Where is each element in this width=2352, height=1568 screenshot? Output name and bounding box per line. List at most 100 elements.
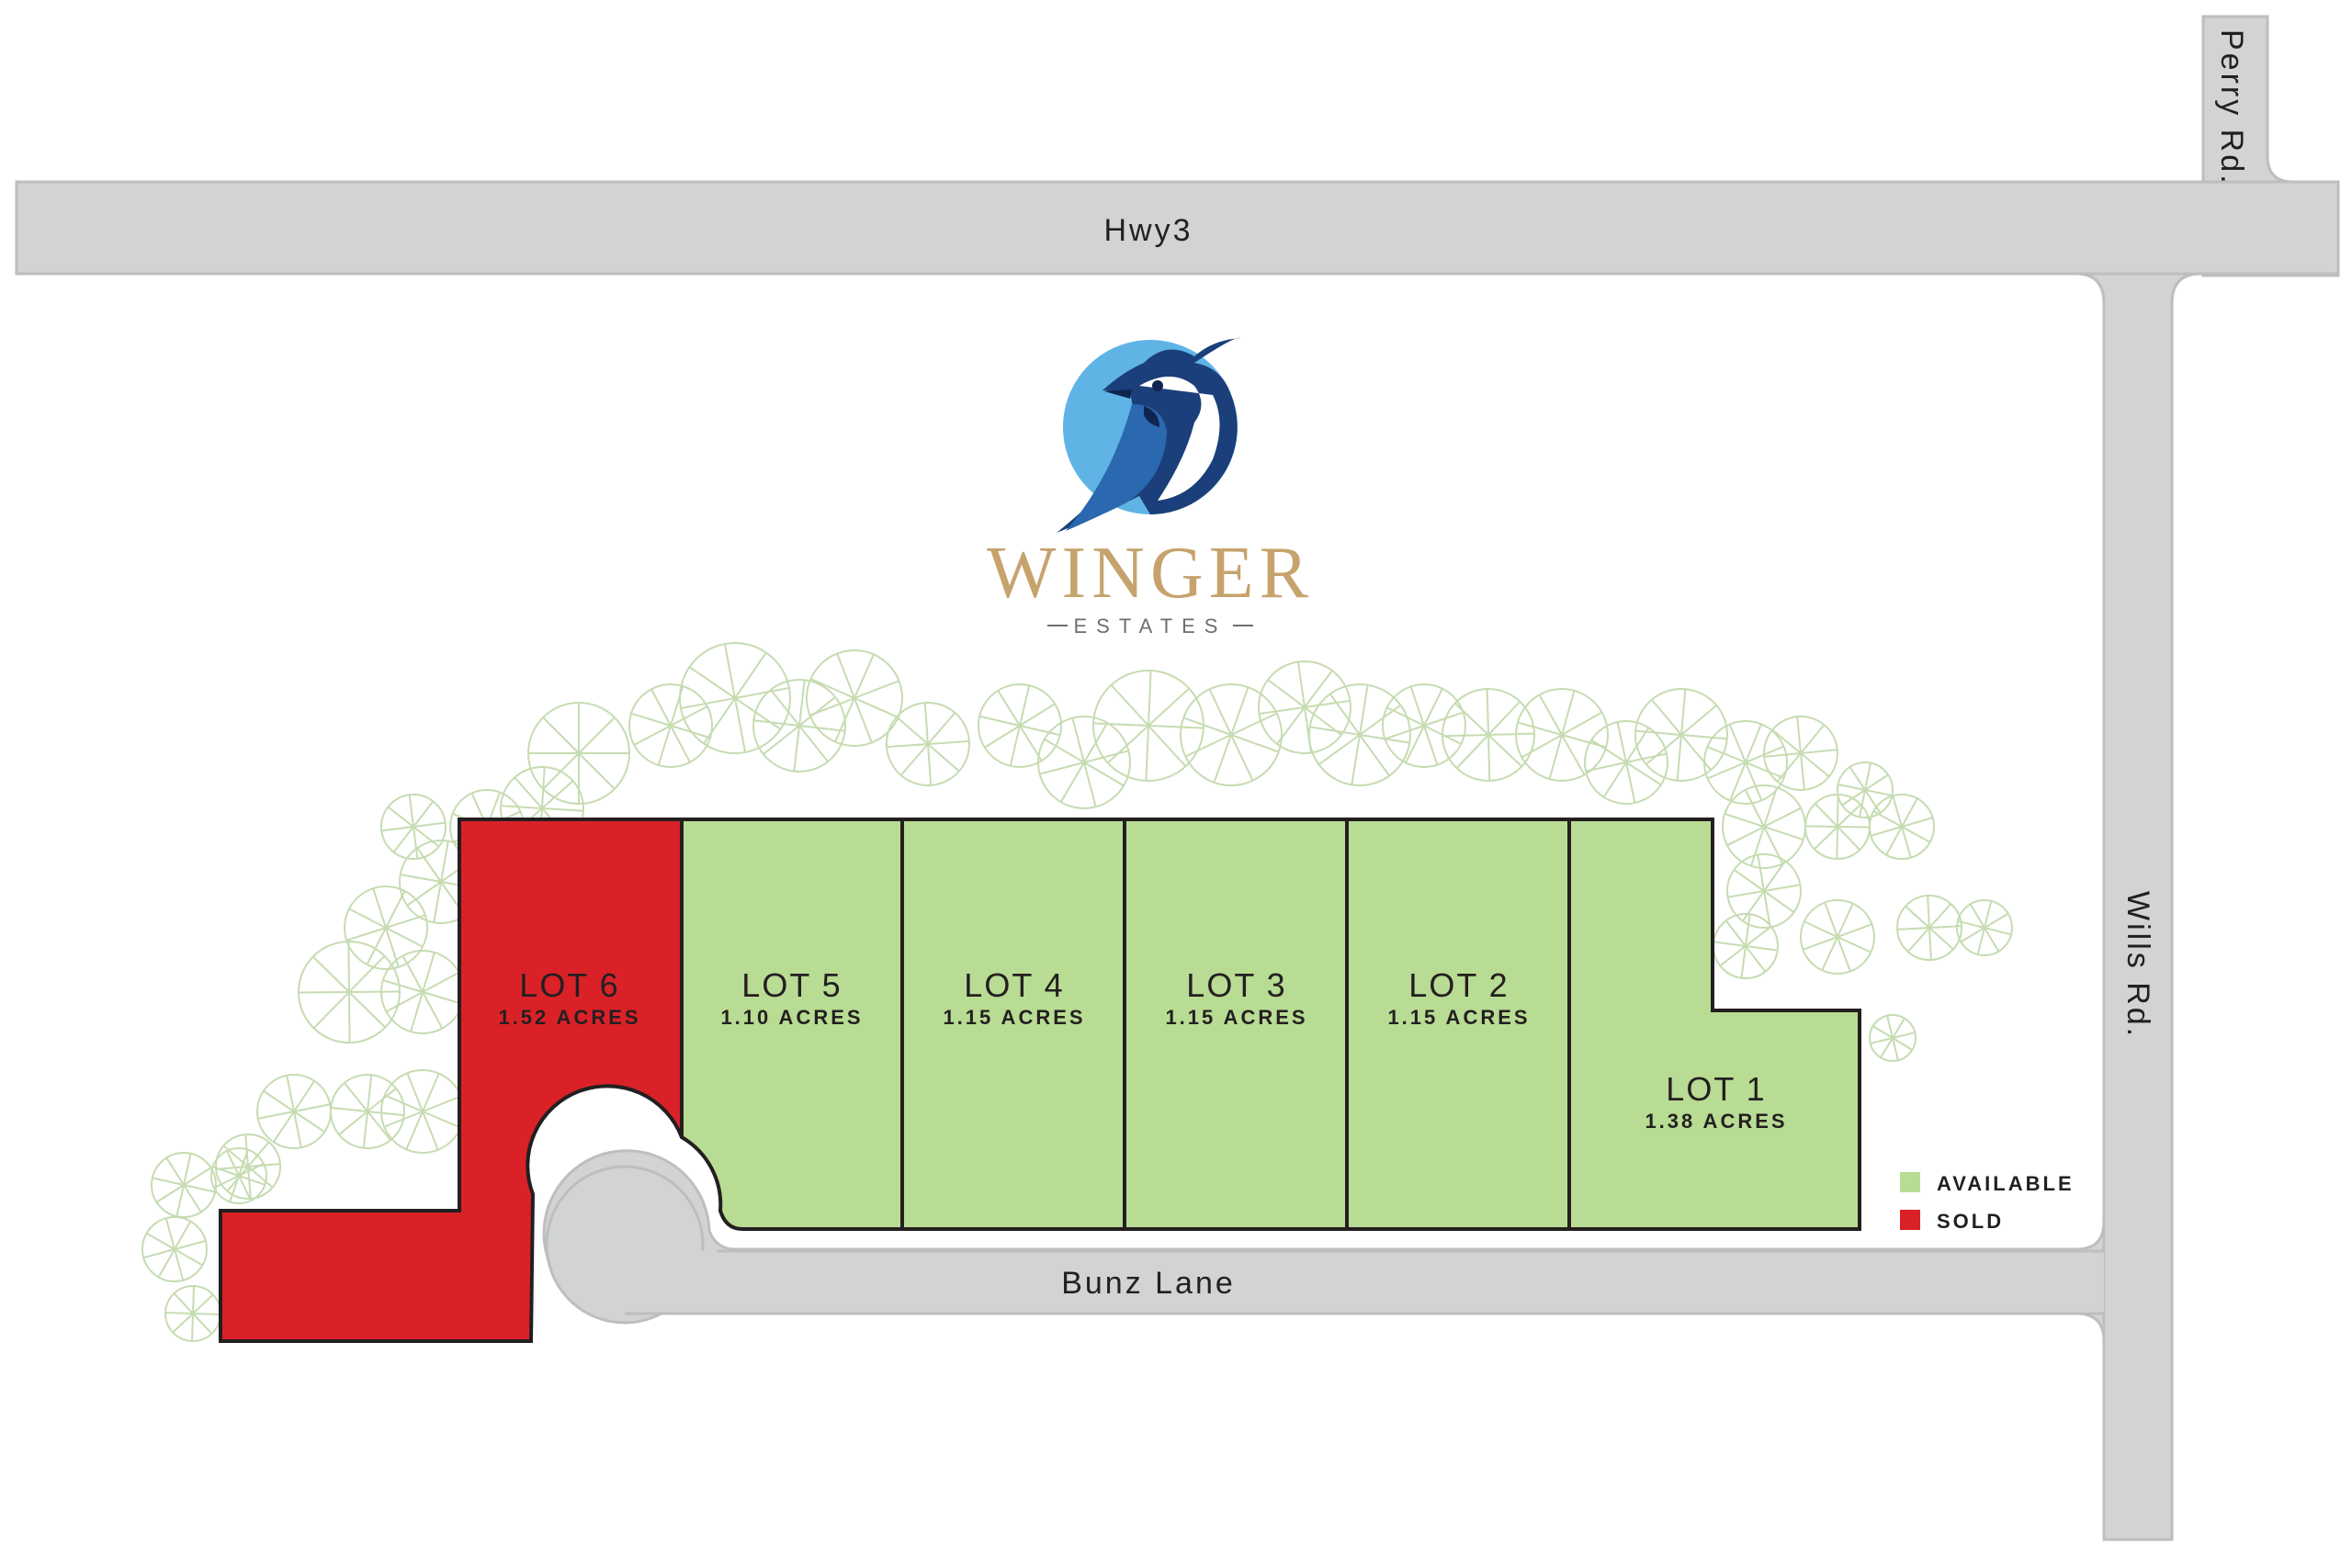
legend-available-label: AVAILABLE (1937, 1172, 2075, 1195)
tree-branch (703, 697, 736, 745)
lot-2-parcel[interactable] (1345, 818, 1571, 1231)
tree-branch (1858, 789, 1866, 818)
tree-branch (1680, 734, 1712, 771)
tree-icon (1837, 761, 1894, 818)
tree-branch (344, 1082, 368, 1112)
tree-branch (1763, 884, 1801, 892)
tree-branch (1729, 761, 1747, 802)
tree-branch (514, 776, 543, 809)
wills-road-label: Wills Rd. (2120, 891, 2155, 1039)
tree-branch (763, 725, 800, 755)
tree-branch (1148, 725, 1187, 767)
lot-6-parcel[interactable] (219, 818, 684, 1343)
tree-branch (348, 991, 386, 1029)
tree-branch (1561, 690, 1576, 736)
tree-branch (229, 1175, 240, 1202)
lot-1-parcel[interactable] (1567, 818, 1861, 1231)
tree-branch (1984, 927, 2012, 936)
tree-branch (422, 991, 444, 1030)
tree-branch (1804, 920, 1838, 938)
legend: AVAILABLE SOLD (1900, 1172, 2075, 1233)
tree-branch (1719, 945, 1747, 967)
lot-5-acres: 1.10 ACRES (720, 1006, 863, 1029)
lot-4-parcel[interactable] (900, 818, 1126, 1231)
tree-branch (896, 716, 929, 745)
tree-icon (1896, 895, 1962, 961)
tree-branch (1680, 705, 1717, 736)
tree-branch (1837, 826, 1861, 851)
tree-branch (1841, 789, 1866, 807)
tree-branch (192, 1285, 196, 1314)
tree-branch (923, 703, 929, 745)
tree-branch (670, 705, 708, 727)
tree-branch (440, 840, 449, 883)
tree-branch (348, 991, 351, 1043)
tree-branch (1071, 717, 1085, 763)
tree-branch (1351, 734, 1361, 785)
tree-branch (1304, 670, 1333, 708)
tree-branch (1409, 686, 1425, 727)
tree-branch (1804, 825, 1838, 828)
tree-branch (1713, 941, 1747, 947)
tree-branch (670, 725, 691, 763)
tree-branch (1724, 813, 1765, 828)
tree-icon (1382, 683, 1466, 768)
brand-name: WINGER (987, 533, 1314, 614)
lot-1-title: LOT 1 (1666, 1070, 1766, 1108)
tree-branch (1561, 734, 1586, 776)
tree-branch (1745, 925, 1772, 947)
tree-branch (1625, 761, 1662, 786)
tree-icon (1037, 716, 1131, 809)
tree-branch (1487, 734, 1491, 782)
tree-branch (392, 826, 414, 853)
tree-branch (542, 716, 580, 754)
tree-branch (406, 881, 442, 907)
lot-5-parcel[interactable] (680, 818, 904, 1231)
tree-branch (1359, 704, 1402, 736)
tree-branch (142, 1248, 175, 1259)
winger-estates-logo: WINGER ESTATES (987, 337, 1314, 637)
tree-branch (382, 979, 424, 993)
bunz-lane-label: Bunz Lane (1061, 1266, 1236, 1301)
tree-branch (1824, 902, 1838, 938)
tree-branch (1837, 803, 1861, 828)
tree-branch (413, 826, 440, 848)
tree-branch (734, 697, 747, 753)
tree-branch (174, 1221, 192, 1250)
tree-branch (734, 651, 767, 699)
tree-branch (1892, 1018, 1905, 1039)
tree-branch (1928, 927, 1954, 951)
tree-branch (1814, 803, 1838, 828)
tree-branch (348, 955, 386, 993)
tree-branch (174, 1248, 203, 1267)
tree-branch (1019, 725, 1061, 737)
tree-branch (1837, 923, 1872, 938)
tree-branch (381, 826, 414, 832)
tree-branch (367, 1111, 404, 1117)
tree-branch (367, 1111, 391, 1141)
tree-branch (1019, 684, 1031, 727)
tree-branch (1896, 927, 1930, 931)
tree-branch (1837, 936, 1851, 972)
tree-branch (1764, 752, 1802, 758)
tree-branch (1836, 826, 1838, 860)
tree-branch (405, 1111, 424, 1150)
tree-branch (688, 666, 736, 699)
tree-branch (1838, 783, 1866, 791)
tree-branch (1359, 734, 1391, 777)
tree-branch (810, 678, 855, 699)
tree-branch (293, 1103, 331, 1112)
tree-branch (1892, 1032, 1916, 1039)
tree-branch (734, 686, 790, 699)
tree-branch (413, 826, 419, 859)
tree-icon (215, 1134, 281, 1200)
tree-branch (1602, 761, 1627, 798)
tree-branch (247, 1141, 270, 1168)
tree-branch (1487, 732, 1535, 736)
tree-branch (348, 990, 401, 993)
lot-6-acres: 1.52 ACRES (498, 1006, 640, 1029)
tree-branch (1728, 724, 1747, 763)
tree-icon (1869, 1014, 1917, 1062)
tree-branch (927, 743, 960, 773)
tree-branch (1230, 734, 1254, 782)
